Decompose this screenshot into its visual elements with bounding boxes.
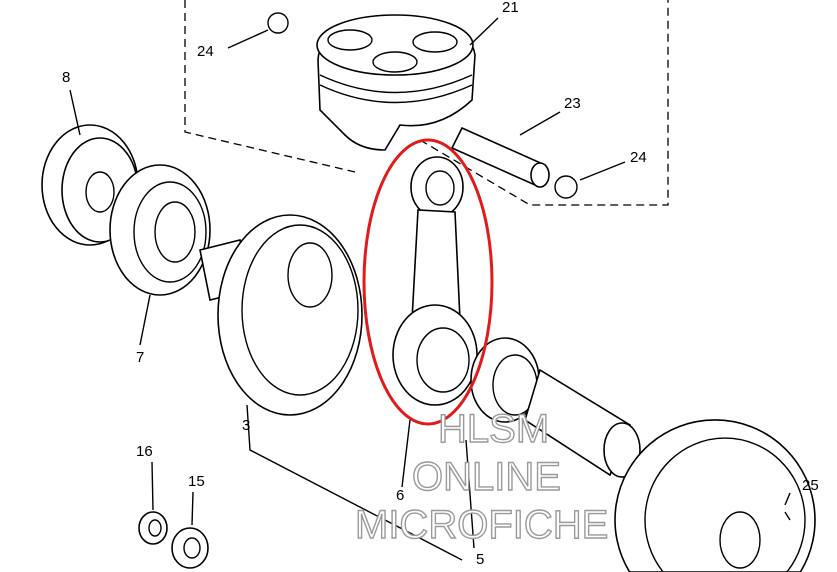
piston-pin-drawing [450,126,550,188]
bearing-drawing [109,164,211,296]
callout-23[interactable]: 23 [564,95,581,112]
callout-8[interactable]: 8 [62,69,70,86]
clip-right-drawing [554,175,578,199]
nut-drawing [138,511,168,545]
watermark-line-3: MICROFICHE [355,503,608,547]
washer-drawing [171,527,209,569]
watermark-line-1: HLSM [438,407,549,451]
callout-3[interactable]: 3 [242,417,250,434]
watermark-line-2: ONLINE [412,455,561,499]
key-drawing [784,511,791,521]
crank-right-drawing [614,419,816,572]
callout-24-right[interactable]: 24 [630,149,647,166]
callout-15[interactable]: 15 [188,473,205,490]
piston-group-box [184,0,669,206]
callout-24-left[interactable]: 24 [197,43,214,60]
callout-6[interactable]: 6 [396,487,404,504]
piston-drawing [316,14,476,151]
callout-16[interactable]: 16 [136,443,153,460]
callout-7[interactable]: 7 [136,349,144,366]
callout-25[interactable]: 25 [802,477,819,494]
clip-left-drawing [267,12,289,34]
crank-drawing [199,214,363,416]
callout-21[interactable]: 21 [502,0,519,16]
crank-pin-drawing [524,368,641,478]
leader-lines [69,17,791,561]
callout-5[interactable]: 5 [476,551,484,568]
conrod-drawing [392,156,478,406]
conrod-highlight-circle [362,138,494,426]
